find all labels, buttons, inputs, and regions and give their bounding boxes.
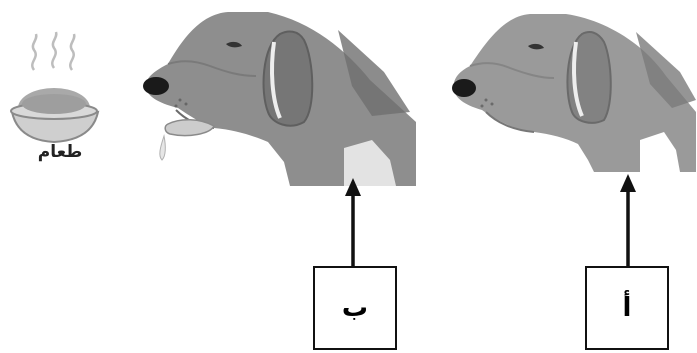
- arrow-to-left-dog: [345, 178, 361, 266]
- dog-head-salivating: [143, 12, 416, 186]
- label-box-left-dog: ب: [313, 266, 397, 350]
- food-caption: طعام: [37, 142, 83, 162]
- label-box-right-dog: أ: [585, 266, 669, 350]
- label-right-dog-text: أ: [622, 293, 632, 323]
- label-left-dog-text: ب: [341, 293, 369, 323]
- dog-head-neutral: [452, 14, 696, 172]
- arrow-to-right-dog: [620, 174, 636, 266]
- food-bowl-icon: [10, 31, 100, 144]
